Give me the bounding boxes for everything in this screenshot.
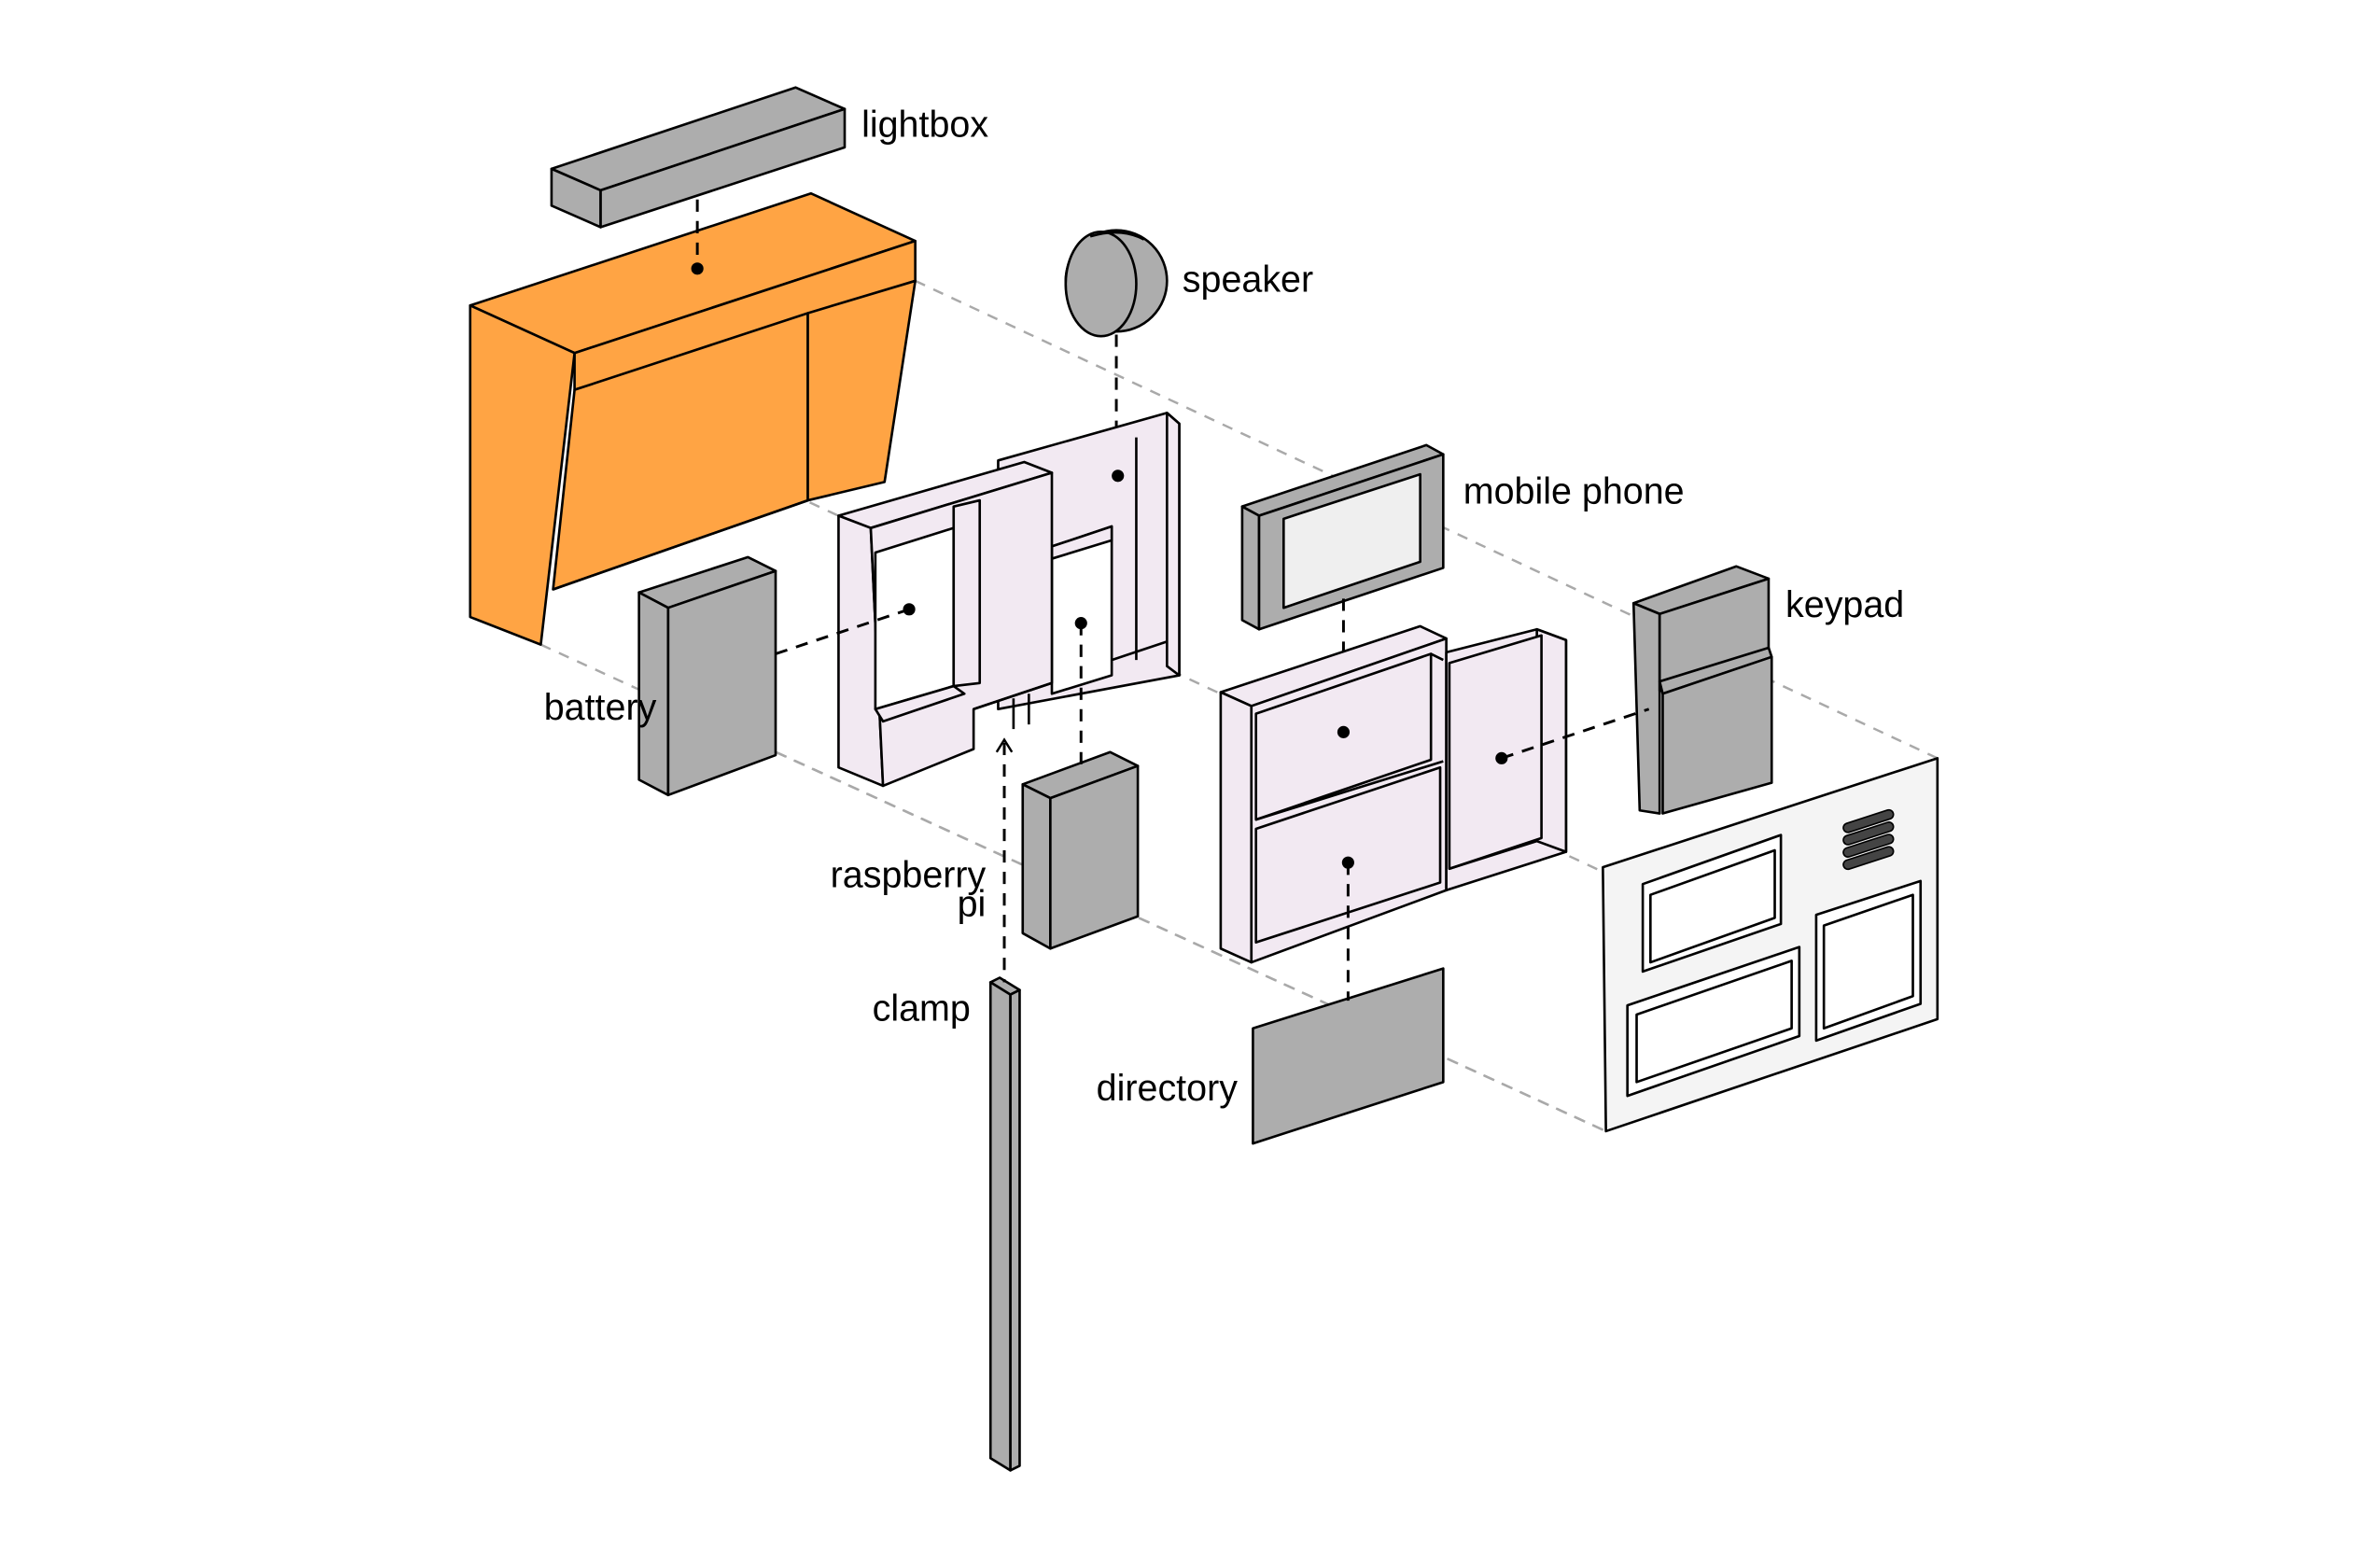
housing [469,191,917,646]
faceplate-directory-cutout [1626,946,1801,1098]
front-frame [1219,624,1568,964]
lightbox [550,86,847,229]
speaker-anchor [1112,469,1125,483]
directory [1252,967,1445,1145]
label-raspberry-pi-line2: pi [958,884,987,925]
clamp [988,976,1021,1472]
rear-frame [837,412,1181,788]
label-mobile-phone: mobile phone [1463,470,1685,511]
faceplate-screen-cutout [1641,834,1783,974]
mobile-phone [1240,443,1445,631]
label-directory: directory [1097,1068,1239,1109]
label-keypad: keypad [1785,584,1904,625]
front-frame-anchor-top [1337,725,1351,738]
grille-icon [1842,808,1895,871]
faceplate [1602,757,1939,1133]
lightbox-anchor [691,262,704,275]
front-frame-anchor-side [1495,751,1508,764]
labels: lightbox speaker mobile phone keypad bat… [544,104,1905,1109]
housing-right-side [806,279,917,502]
label-lightbox: lightbox [861,104,988,145]
faceplate-keypad-cutout [1814,879,1923,1043]
label-battery: battery [544,687,657,728]
battery-connector [775,608,910,655]
battery [637,555,777,797]
keypad [1631,565,1773,815]
housing-left-side [469,303,576,646]
raspberry-pi [1021,750,1140,950]
keypad-connector [1501,707,1650,760]
speaker [1064,229,1169,338]
label-clamp: clamp [873,988,971,1030]
clamp-arrowhead [995,737,1014,753]
label-speaker: speaker [1183,259,1313,300]
label-raspberry-pi-line1: raspberry [831,854,987,895]
